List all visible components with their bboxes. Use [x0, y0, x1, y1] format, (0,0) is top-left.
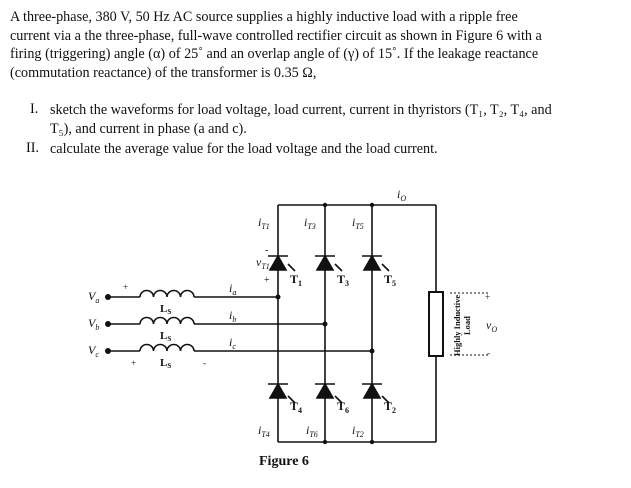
load-label-1: Highly Inductive — [452, 295, 462, 356]
va-label: Va — [88, 289, 99, 305]
t4-label: T4 — [290, 399, 302, 415]
load-resistor-icon — [428, 291, 444, 357]
ls-c-label: LS — [160, 357, 171, 370]
io-label: iO — [397, 187, 406, 203]
thyristor-t4-icon — [268, 382, 288, 399]
problem-line-4: (commutation reactance) of the transform… — [10, 64, 317, 81]
it4-label: iT4 — [258, 423, 270, 439]
ls-plus: + — [131, 358, 136, 368]
vo-plus: + — [485, 292, 490, 302]
t3-label: T3 — [337, 272, 349, 288]
terminal-b-icon — [105, 321, 111, 327]
t2-label: T2 — [384, 399, 396, 415]
ls-a-label: LS — [160, 303, 171, 316]
vt1-label: vT1 — [256, 255, 270, 271]
ia-label: ia — [229, 281, 236, 297]
ib-label: ib — [229, 308, 236, 324]
vo-minus: - — [487, 348, 490, 358]
item-1-number: I. — [30, 101, 39, 117]
item-1-line-2: T₅), and current in phase (a and c). — [50, 121, 247, 137]
problem-line-1: A three-phase, 380 V, 50 Hz AC source su… — [10, 9, 518, 25]
it5-label: iT5 — [352, 215, 364, 231]
vt1-minus: - — [265, 245, 268, 256]
inductor-a-icon — [139, 289, 195, 298]
item-2-line-1: calculate the average value for the load… — [50, 141, 438, 157]
item-1-line-1: sketch the waveforms for load voltage, l… — [50, 102, 552, 118]
thyristor-t1-icon — [268, 254, 288, 271]
problem-line-3: firing (triggering) angle (α) of 25˚ and… — [10, 46, 539, 63]
t5-label: T5 — [384, 272, 396, 288]
problem-statement: A three-phase, 380 V, 50 Hz AC source su… — [10, 8, 622, 82]
source-plus: + — [123, 282, 128, 292]
problem-line-2: current via a the three-phase, full-wave… — [10, 27, 542, 44]
thyristor-t5-icon — [362, 254, 382, 271]
ls-b-label: LS — [160, 330, 171, 343]
terminal-a-icon — [105, 294, 111, 300]
it1-label: iT1 — [258, 215, 270, 231]
item-2-number: II. — [26, 140, 39, 156]
inductor-c-icon — [139, 343, 195, 352]
thyristor-t6-icon — [315, 382, 335, 399]
ls-minus: - — [203, 358, 206, 368]
vc-label: Vc — [88, 343, 99, 359]
thyristor-t3-icon — [315, 254, 335, 271]
t1-label: T1 — [290, 272, 302, 288]
vt1-plus: + — [264, 275, 270, 286]
it2-label: iT2 — [352, 423, 364, 439]
ic-label: ic — [229, 335, 236, 351]
vb-label: Vb — [88, 316, 99, 332]
vo-label: vO — [486, 318, 497, 334]
terminal-c-icon — [105, 348, 111, 354]
t6-label: T6 — [337, 399, 349, 415]
it6-label: iT6 — [306, 423, 318, 439]
figure-caption: Figure 6 — [259, 454, 309, 469]
thyristor-t2-icon — [362, 382, 382, 399]
it3-label: iT3 — [304, 215, 316, 231]
inductor-b-icon — [139, 316, 195, 325]
load-label-2: Load — [462, 316, 472, 335]
